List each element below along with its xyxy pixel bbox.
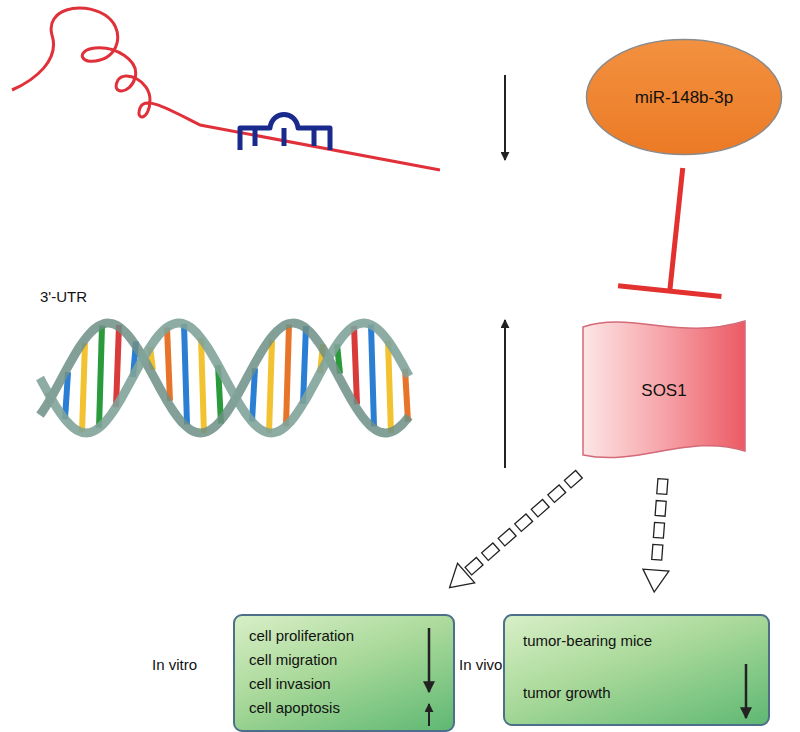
base-pair xyxy=(82,343,85,432)
base-pair xyxy=(354,326,357,404)
base-pair xyxy=(201,338,204,433)
node-text: cell invasion xyxy=(249,672,331,696)
hollow-arrow-connector xyxy=(643,479,669,592)
node-text: cell migration xyxy=(249,648,337,672)
base-pair xyxy=(99,326,102,428)
base-pair xyxy=(269,340,272,432)
node-text: tumor growth xyxy=(523,680,611,706)
node-text: cell apoptosis xyxy=(249,696,340,720)
node-text: miR-148b-3p xyxy=(635,87,733,108)
in-vitro-box: cell proliferationcell migrationcell inv… xyxy=(233,614,455,732)
inhibit-line xyxy=(670,168,683,291)
helix-strand xyxy=(40,323,409,433)
arrow-shaft-segment xyxy=(653,522,664,538)
arrow-shaft-segment xyxy=(465,557,483,574)
banner-shape xyxy=(583,321,745,458)
arrow-shaft-segment xyxy=(564,470,582,487)
text-label: In vivo xyxy=(459,656,502,673)
arrow-shaft-segment xyxy=(657,479,668,495)
gene-banner: SOS1 xyxy=(583,315,745,465)
node-text: cell proliferation xyxy=(249,624,354,648)
arrow-shaft-segment xyxy=(531,499,549,516)
node-text: tumor-bearing mice xyxy=(523,628,652,654)
down-arrow xyxy=(504,75,506,160)
arrow-shaft-segment xyxy=(655,501,666,517)
inhibit-bar xyxy=(618,286,721,297)
helix-strand xyxy=(40,323,409,433)
ellipse-shape xyxy=(587,40,782,155)
base-pair xyxy=(286,325,289,427)
rna-strand xyxy=(12,8,440,170)
up-arrow xyxy=(504,320,506,468)
arrow-shaft-segment xyxy=(482,543,500,560)
inhibition-connector xyxy=(618,168,721,297)
mirna-ellipse: miR-148b-3p xyxy=(585,38,783,156)
arrow-shaft-segment xyxy=(515,514,533,531)
text-label: In vitro xyxy=(152,656,197,673)
base-pair xyxy=(388,341,391,433)
mirna-comb xyxy=(240,115,330,151)
arrow-shaft-segment xyxy=(652,544,663,560)
hollow-arrow-connector xyxy=(450,470,583,587)
text-label: 3'-UTR xyxy=(40,288,87,305)
arrow-shaft-segment xyxy=(548,485,566,502)
node-text: SOS1 xyxy=(641,380,686,401)
arrow-head xyxy=(643,569,669,592)
arrow-shaft-segment xyxy=(498,528,516,545)
in-vivo-box: tumor-bearing mice tumor growth xyxy=(503,614,770,726)
base-pair xyxy=(167,327,170,401)
base-pair xyxy=(371,325,374,427)
arrow-head xyxy=(450,563,475,587)
dna-helix xyxy=(40,323,409,433)
base-pair xyxy=(184,324,187,425)
